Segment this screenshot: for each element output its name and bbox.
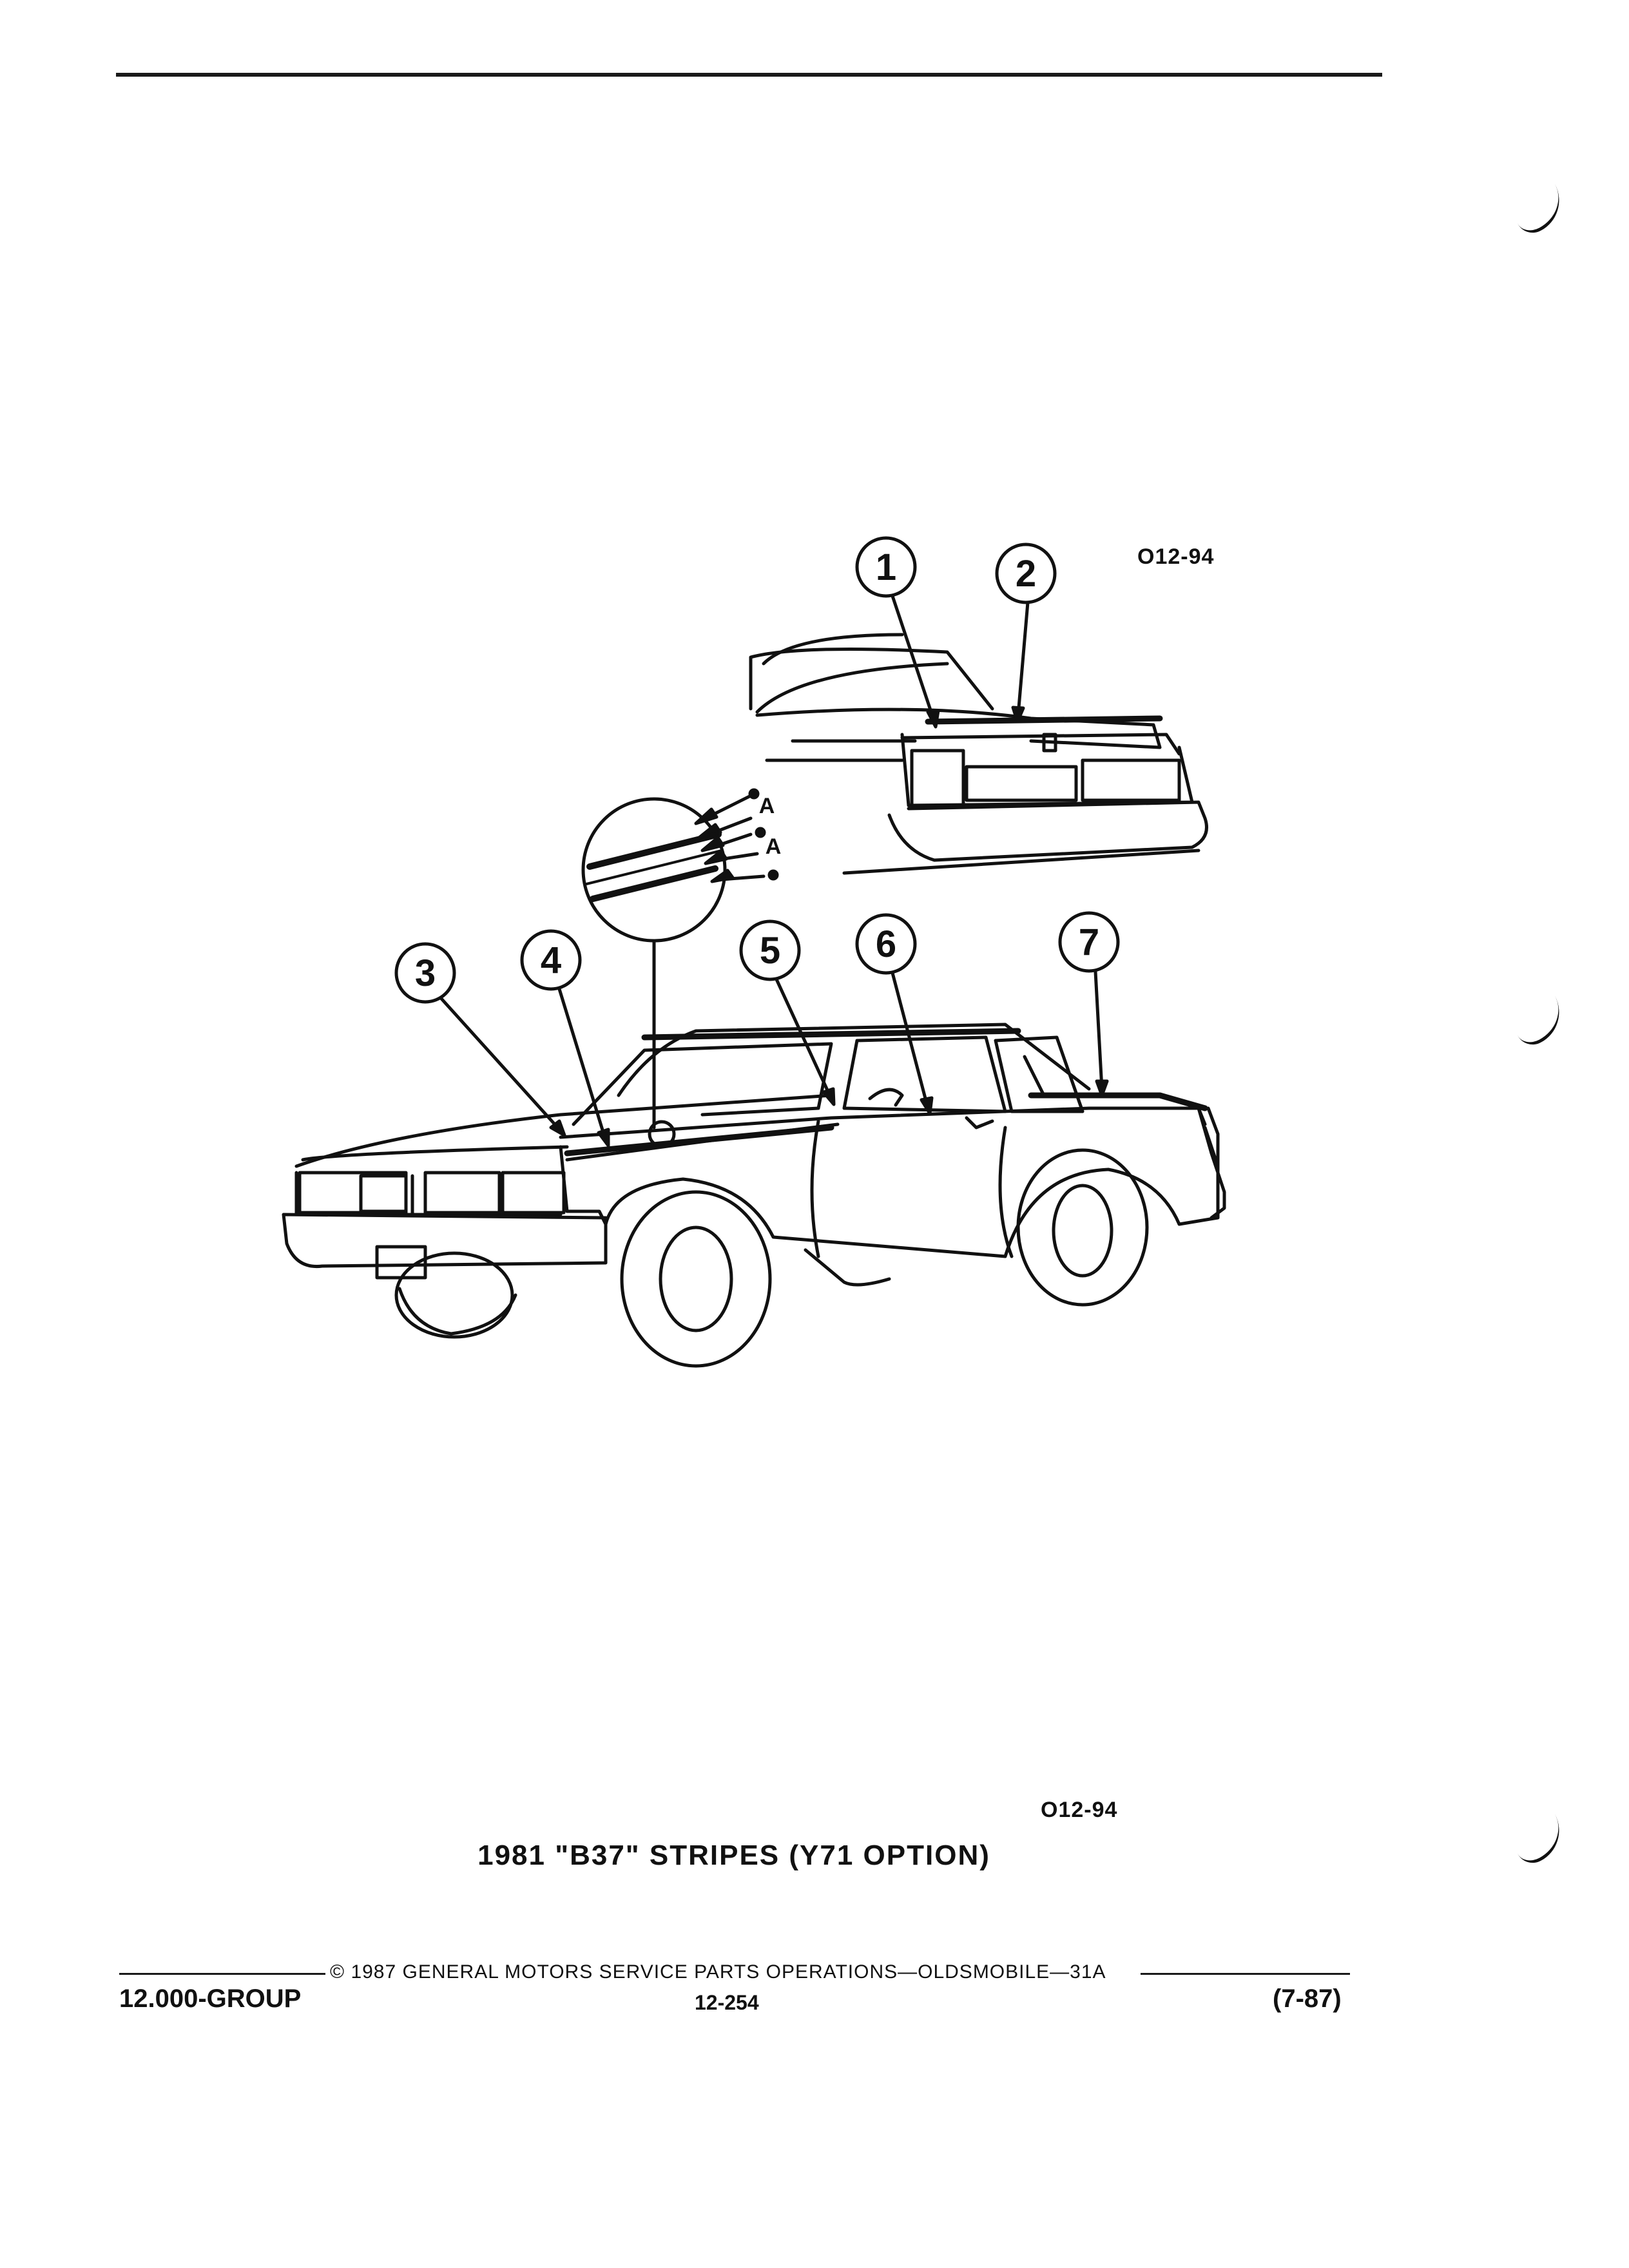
callout-3: 3 <box>415 952 436 994</box>
rear-deck-view <box>749 633 1208 875</box>
stripe-detail-magnifier <box>581 788 779 1129</box>
figure-caption: 1981 "B37" STRIPES (Y71 OPTION) <box>0 1840 1629 1872</box>
callout-4: 4 <box>541 939 561 981</box>
callout-7: 7 <box>1079 921 1099 963</box>
figure-caption-text: 1981 "B37" STRIPES (Y71 OPTION) <box>477 1840 990 1871</box>
detail-label-a-lower: A <box>766 834 782 859</box>
car-side-view <box>282 1023 1226 1368</box>
leader-lines <box>439 594 1109 1148</box>
callout-2: 2 <box>1016 553 1036 595</box>
callout-6: 6 <box>876 923 896 965</box>
group-label: 12.000-GROUP <box>119 1984 302 2013</box>
callout-5: 5 <box>760 930 780 972</box>
revision-date: (7-87) <box>1273 1984 1342 2013</box>
copyright-text: © 1987 GENERAL MOTORS SERVICE PARTS OPER… <box>330 1961 1106 1983</box>
figure-code-top: O12-94 <box>1137 544 1215 569</box>
callout-1: 1 <box>876 546 896 588</box>
figure-code-bottom: O12-94 <box>1041 1798 1118 1822</box>
footer-rule-left <box>119 1973 325 1975</box>
footer-rule-right <box>1141 1973 1350 1975</box>
page-number: 12-254 <box>695 1991 759 2014</box>
callout-circles <box>394 536 1120 1004</box>
top-rule <box>116 73 1382 77</box>
detail-label-a-upper: A <box>759 794 775 818</box>
